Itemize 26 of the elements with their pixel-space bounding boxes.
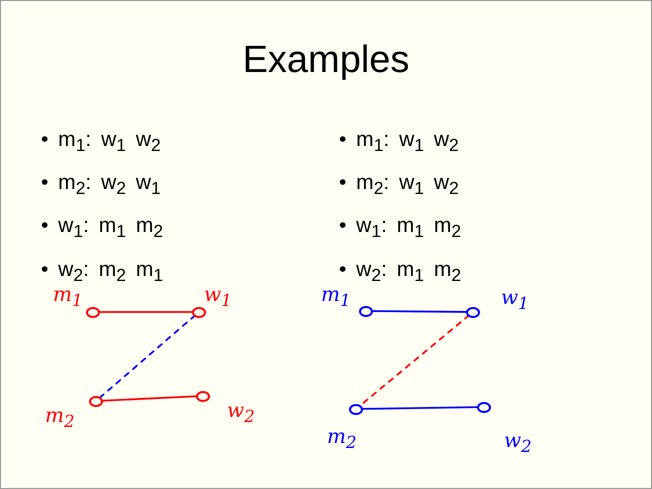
circle-node — [196, 390, 210, 402]
bullet-item: • w$_{1}$: m$_{1}$ m$_{2}$ — [41, 213, 164, 244]
vertex-label: w$_{2}$ — [227, 399, 255, 428]
bullet-item: • m$_{2}$: w$_{1}$ w$_{2}$ — [339, 170, 459, 200]
vertex-label: m$_{2}$ — [327, 425, 357, 454]
circle-node — [477, 402, 491, 412]
bullet-item: • m$_{1}$: w$_{1}$ w$_{2}$ — [41, 127, 161, 158]
circle-node — [192, 306, 206, 318]
bullet-item: • w$_{1}$: m$_{1}$ m$_{2}$ — [339, 213, 462, 244]
connector-line — [101, 395, 198, 402]
connector-line — [361, 406, 479, 410]
connector-line — [371, 310, 468, 313]
vertex-label: w$_{1}$ — [204, 283, 232, 312]
circle-node — [359, 306, 373, 316]
circle-node — [86, 306, 100, 318]
bullet-item: • m$_{1}$: w$_{1}$ w$_{2}$ — [339, 127, 459, 158]
vertex-label: m$_{2}$ — [45, 404, 75, 433]
circle-node — [466, 306, 480, 318]
slide-title: Examples — [242, 39, 410, 82]
circle-node — [349, 404, 363, 414]
dashed-line — [99, 314, 196, 398]
vertex-label: w$_{1}$ — [501, 286, 529, 315]
connector-line — [98, 311, 194, 313]
circle-node — [89, 396, 103, 406]
vertex-label: w$_{2}$ — [504, 429, 532, 458]
bullet-item: • m$_{2}$: w$_{2}$ w$_{1}$ — [41, 170, 161, 200]
